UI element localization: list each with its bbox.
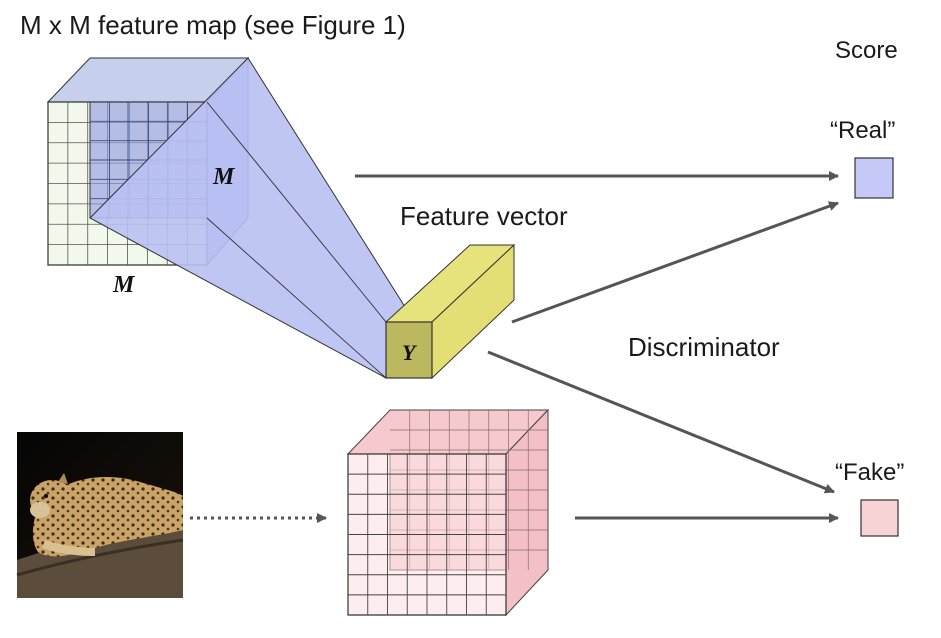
fake-score-box [860, 499, 899, 537]
feature-vector-label: Feature vector [400, 201, 568, 231]
feature-vector-bar [384, 243, 516, 380]
real-label: “Real” [830, 117, 895, 144]
arrow-vector-to-real [511, 201, 839, 324]
arrow-vector-to-fake [487, 350, 835, 494]
y-label: Y [402, 340, 418, 365]
m-label-bottom: M [112, 272, 136, 298]
m-label-side: M [212, 164, 236, 190]
leopard-photo [16, 432, 184, 598]
real-score-box [854, 157, 894, 199]
diagram-title: M x M feature map (see Figure 1) [20, 10, 406, 40]
discriminator-label: Discriminator [628, 332, 780, 362]
score-label: Score [835, 37, 898, 64]
fake-label: “Fake” [835, 459, 904, 486]
pink-feature-cube [346, 408, 550, 617]
